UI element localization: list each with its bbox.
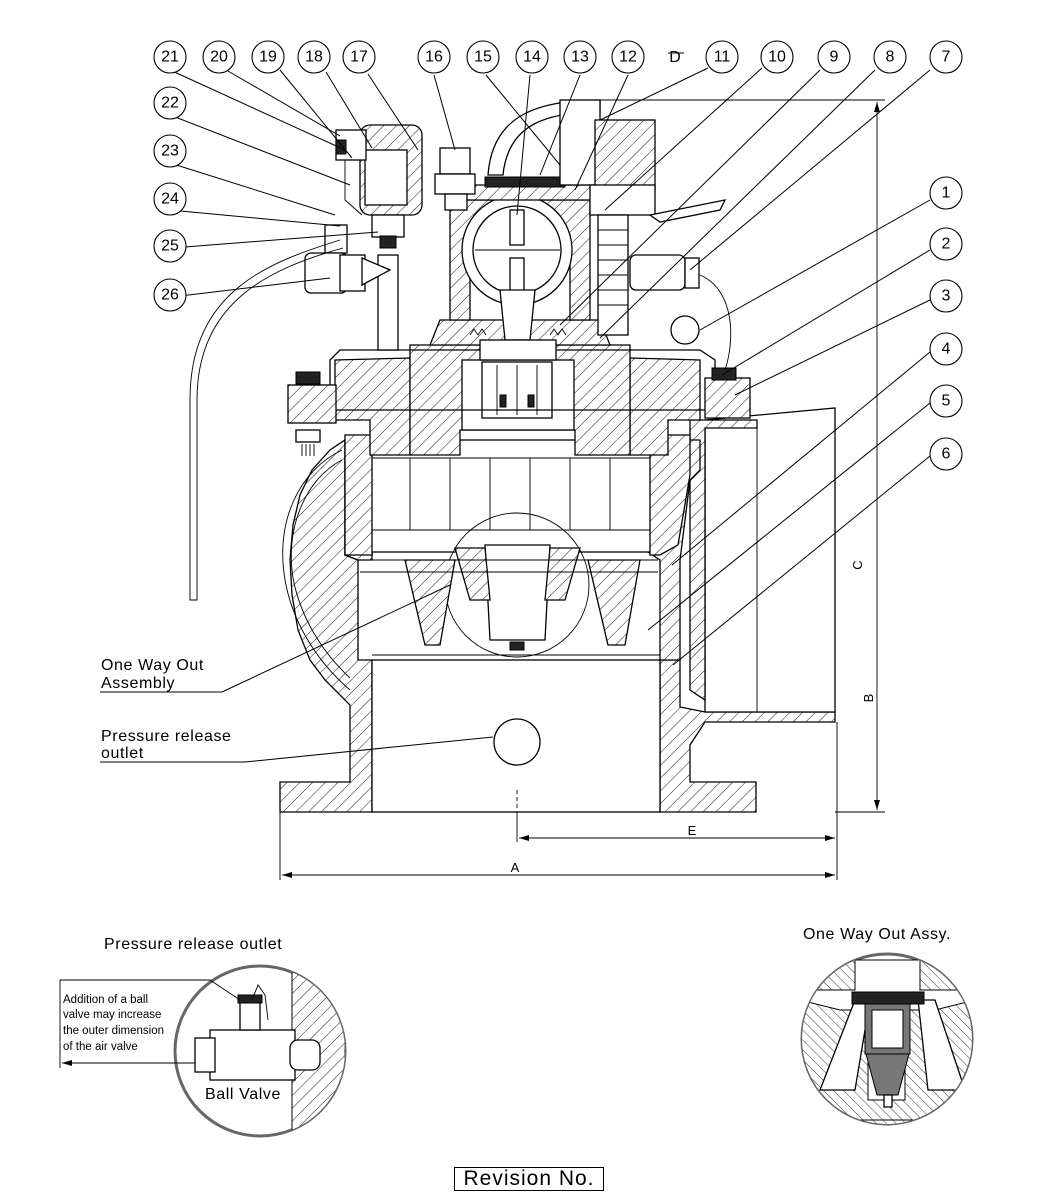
detail-one-way-out-assy: One Way Out Assy. (800, 926, 974, 1126)
balloon-15: 15 (466, 40, 500, 74)
balloon-4: 4 (929, 332, 963, 366)
detail-pressure-release-outlet: Pressure release outlet Addition of a ba… (59, 936, 347, 1138)
one-way-out-label-line1: One Way Out (101, 657, 204, 674)
balloon-2: 2 (929, 227, 963, 261)
detail-one-way-out-title: One Way Out Assy. (803, 926, 951, 943)
balloon-label: 15 (474, 49, 492, 66)
balloon-10: 10 (760, 40, 794, 74)
balloon-3: 3 (929, 279, 963, 313)
balloon-label: 24 (161, 191, 179, 208)
balloon-17: 17 (342, 40, 376, 74)
balloon-label: 17 (350, 49, 368, 66)
balloon-label: 6 (942, 446, 951, 463)
balloon-label: 8 (886, 49, 895, 66)
balloon-20: 20 (202, 40, 236, 74)
balloon-14: 14 (515, 40, 549, 74)
balloon-21: 21 (153, 40, 187, 74)
balloon-label: 20 (210, 49, 228, 66)
dimension-c-label: C (850, 560, 865, 569)
dimension-e-label: E (688, 823, 697, 838)
balloon-label: 11 (714, 49, 731, 66)
dimension-lines: A E B C (279, 99, 885, 880)
ball-valve-note-line2: valve may increase (63, 1009, 161, 1021)
one-way-out-label-line2: Assembly (101, 675, 175, 692)
balloon-label: 22 (161, 95, 179, 112)
leader-lines (100, 52, 931, 763)
balloon-9: 9 (817, 40, 851, 74)
balloon-label: 14 (523, 49, 541, 66)
revision-number-box: Revision No. (454, 1167, 604, 1191)
balloon-7: 7 (929, 40, 963, 74)
balloon-label: 12 (619, 49, 637, 66)
balloon-label: 13 (571, 49, 589, 66)
balloon-label: 19 (259, 49, 277, 66)
balloon-label: 25 (161, 238, 179, 255)
ball-valve-note-line3: the outer dimension (63, 1025, 164, 1037)
valve-body (189, 99, 836, 813)
pressure-release-label-line2: outlet (101, 745, 144, 762)
balloon-label: 5 (942, 393, 951, 410)
balloon-label: 7 (942, 49, 951, 66)
balloon-18: 18 (297, 40, 331, 74)
balloon-label: 23 (161, 143, 179, 160)
balloon-16: 16 (417, 40, 451, 74)
balloon-24: 24 (153, 182, 187, 216)
section-d-marker: D (669, 49, 681, 66)
balloon-6: 6 (929, 437, 963, 471)
balloon-19: 19 (251, 40, 285, 74)
balloon-label: 18 (305, 49, 323, 66)
balloon-25: 25 (153, 229, 187, 263)
dimension-b-label: B (861, 694, 876, 703)
pressure-release-label-line1: Pressure release (101, 728, 232, 745)
balloon-26: 26 (153, 278, 187, 312)
balloon-label: 21 (161, 49, 179, 66)
balloon-5: 5 (929, 384, 963, 418)
ball-valve-note-line4: of the air valve (63, 1041, 138, 1053)
balloon-12: 12 (611, 40, 645, 74)
balloon-label: 4 (942, 341, 951, 358)
balloon-label: 10 (768, 49, 786, 66)
balloon-label: 1 (942, 185, 951, 202)
balloon-label: 26 (161, 287, 179, 304)
balloon-label: 3 (942, 288, 951, 305)
balloon-label: 2 (942, 236, 951, 253)
balloon-1: 1 (929, 176, 963, 210)
ball-valve-label: Ball Valve (205, 1086, 281, 1103)
dimension-a-label: A (511, 860, 520, 875)
balloon-23: 23 (153, 134, 187, 168)
balloon-label: 16 (425, 49, 443, 66)
balloon-11: 11 (705, 40, 739, 74)
balloon-22: 22 (153, 86, 187, 120)
balloon-13: 13 (563, 40, 597, 74)
balloon-8: 8 (873, 40, 907, 74)
balloon-label: 9 (830, 49, 839, 66)
detail-pressure-release-title: Pressure release outlet (104, 936, 282, 953)
ball-valve-note-line1: Addition of a ball (63, 994, 148, 1006)
